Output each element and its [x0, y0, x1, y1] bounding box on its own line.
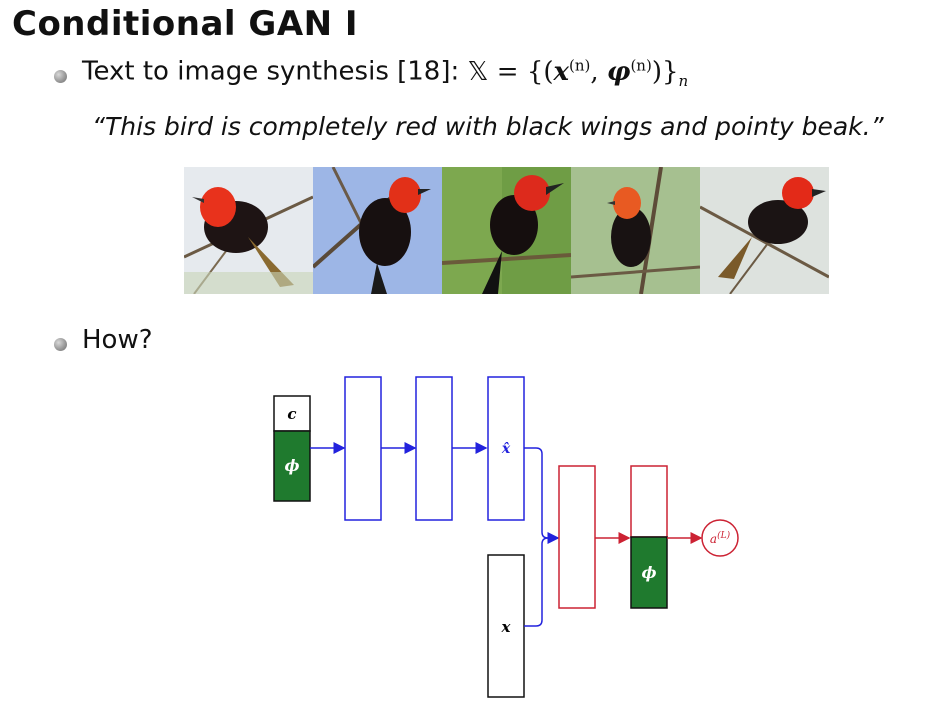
label-phi-input: ϕ	[284, 456, 299, 475]
text-prompt-quote: “This bird is completely red with black …	[92, 112, 884, 141]
conditional-gan-diagram: c ϕ x̂ x ϕ a(L)	[273, 376, 739, 698]
bird-image-3	[442, 167, 571, 294]
bird-image-2	[313, 167, 442, 294]
bullet-icon	[54, 70, 67, 83]
merge-path-fake	[524, 447, 560, 544]
label-c: c	[287, 405, 296, 423]
label-x-hat: x̂	[501, 441, 511, 457]
discriminator-layer-1	[558, 465, 596, 609]
generated-bird-strip	[184, 167, 829, 294]
generator-layer-2	[415, 376, 453, 521]
bird-image-5	[700, 167, 829, 294]
embedding-phi-box	[273, 430, 311, 502]
dataset-formula: 𝕏 = {(x(n), φ(n))}n	[467, 56, 689, 90]
bullet-label: Text to image synthesis [18]:	[82, 56, 460, 87]
discriminator-phi-box	[630, 536, 668, 609]
generator-output-layer	[487, 376, 525, 521]
label-output: a(L)	[710, 530, 731, 546]
label-phi-disc: ϕ	[641, 563, 656, 582]
bullet-text-synthesis: Text to image synthesis [18]: 𝕏 = {(x(n)…	[82, 56, 688, 90]
output-node	[701, 519, 739, 557]
generator-layer-1	[344, 376, 382, 521]
discriminator-layer-2	[630, 465, 668, 538]
bullet-icon	[54, 338, 67, 351]
label-x: x	[501, 618, 512, 636]
merge-path-real	[524, 537, 549, 627]
bird-image-4	[571, 167, 700, 294]
bird-image-1	[184, 167, 313, 294]
slide-title: Conditional GAN I	[12, 4, 359, 44]
bullet-text-how: How?	[82, 325, 153, 355]
